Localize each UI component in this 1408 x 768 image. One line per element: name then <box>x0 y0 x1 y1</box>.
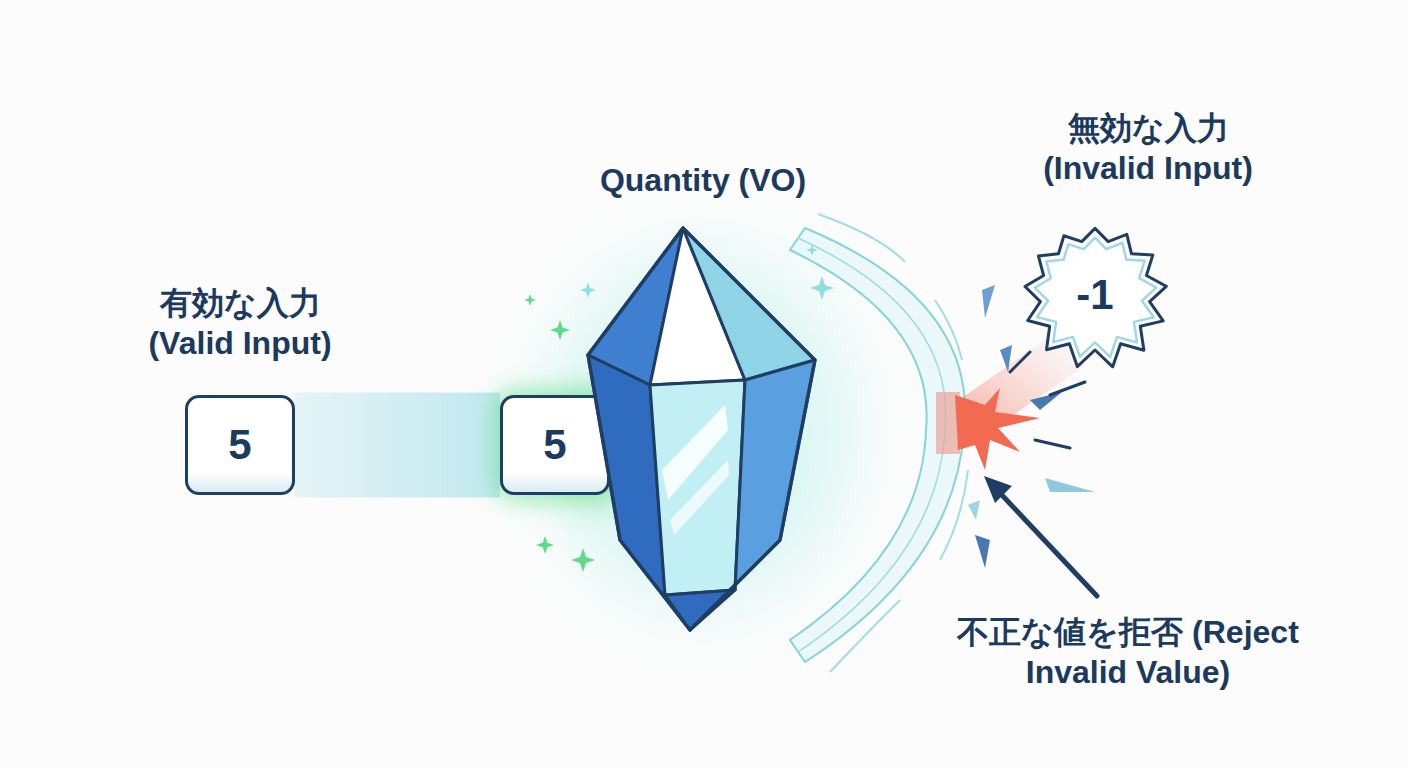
shard <box>968 500 980 520</box>
value-box: 5 有効な入力 (Valid Input) <box>110 283 370 505</box>
shard <box>975 535 990 568</box>
starburst-inner <box>1035 238 1157 357</box>
speed-line <box>1050 382 1085 395</box>
crystal-shine <box>670 460 729 535</box>
shard <box>1045 478 1095 492</box>
heading-label: 有効な入力 (Valid Input) <box>125 283 355 363</box>
crystal-facet <box>683 228 815 380</box>
crystal-facet <box>650 380 745 595</box>
shard <box>1030 392 1062 410</box>
pointer-arrow <box>984 476 1097 596</box>
pointer-head <box>984 476 1012 503</box>
value-text: 5 <box>543 421 566 469</box>
heading-label: Quantity (VO) <box>553 160 853 200</box>
crystal <box>553 160 853 640</box>
crystal-shape <box>553 160 853 640</box>
box-shape: 5 <box>185 395 295 495</box>
crystal-node: Quantity (VO) <box>553 160 853 640</box>
shield-crack <box>818 214 968 672</box>
sparkle <box>571 548 595 572</box>
shield-inner <box>798 238 946 652</box>
shield-body <box>790 228 965 662</box>
value-box: 5 <box>500 395 610 495</box>
sparkle <box>580 282 596 298</box>
star-shape: -1 <box>1020 220 1170 370</box>
speed-line <box>1010 352 1030 372</box>
value-text: 5 <box>228 421 251 469</box>
annotation-label: 不正な値を拒否 (Reject Invalid Value) <box>948 612 1308 692</box>
pointer-line <box>1000 493 1097 596</box>
impact-burst <box>955 388 1040 470</box>
sparkle <box>524 294 536 306</box>
heading-label: 無効な入力 (Invalid Input) <box>1028 108 1268 188</box>
crystal-outline <box>588 228 815 630</box>
invalid-input-node: -1 無効な入力 (Invalid Input) <box>998 108 1298 378</box>
shield <box>790 214 968 672</box>
starburst-outline <box>1025 228 1166 366</box>
sparkle <box>810 276 834 300</box>
speed-line <box>1035 440 1070 448</box>
input-flow-band <box>295 393 500 498</box>
sparkle <box>550 320 570 340</box>
sparkle <box>806 244 818 256</box>
shard <box>982 285 995 318</box>
box-shape: 5 <box>500 395 610 495</box>
sparkle <box>536 536 554 554</box>
value-text: -1 <box>1076 271 1113 319</box>
shard <box>1000 345 1012 372</box>
